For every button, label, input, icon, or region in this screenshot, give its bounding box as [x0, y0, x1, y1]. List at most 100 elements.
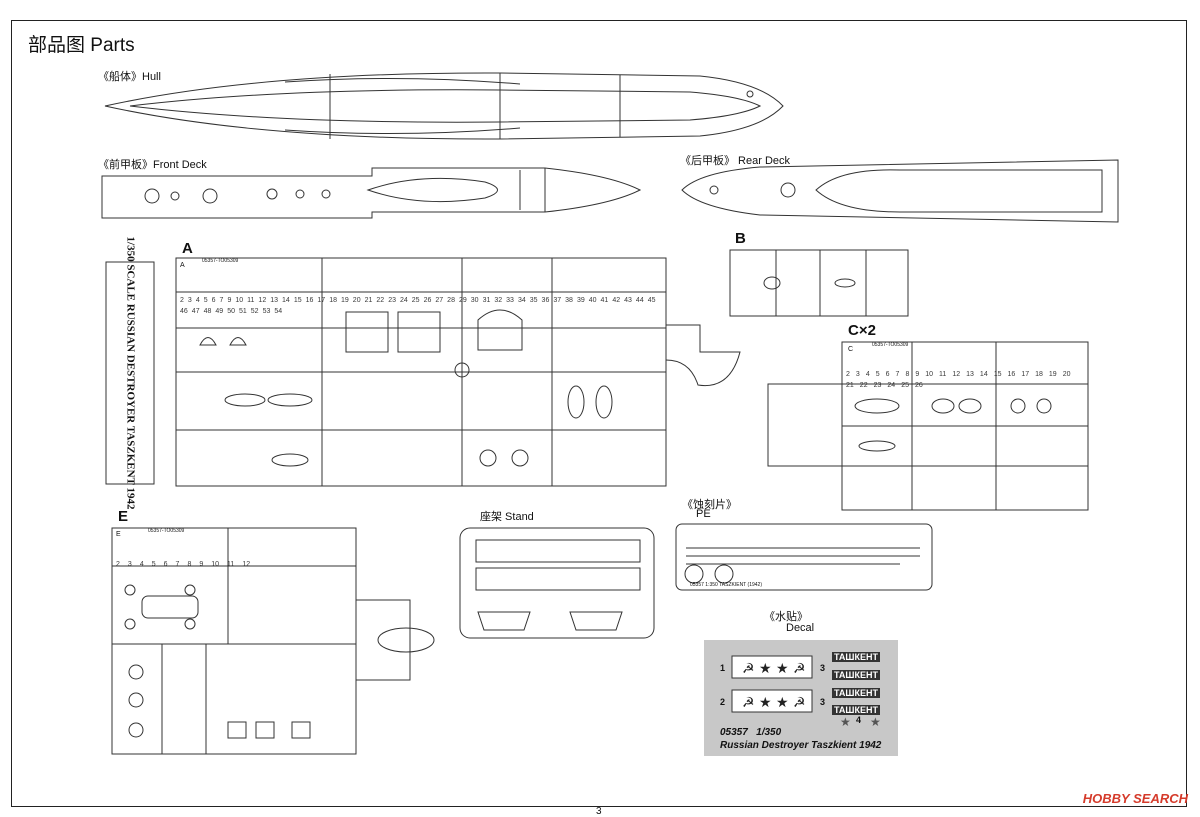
- part-number: 14: [979, 371, 988, 378]
- part-number: 45: [647, 297, 656, 304]
- decal-name-1: ТАШКЕНТ: [832, 652, 880, 662]
- sprue-a-code: 05357-TO05309: [202, 258, 239, 264]
- hull-label: 《船体》Hull: [98, 71, 161, 83]
- decal-num-4: 4: [856, 715, 862, 725]
- part-number: 7: [175, 561, 180, 568]
- part-number: 20: [1062, 371, 1071, 378]
- sprue-e-drawing: [111, 527, 435, 755]
- part-number: 11: [247, 297, 255, 304]
- svg-text:★: ★: [840, 715, 851, 729]
- front-deck-label: 《前甲板》Front Deck: [98, 159, 207, 171]
- part-number: 3: [127, 561, 132, 568]
- sprue-a-box: A: [180, 262, 185, 269]
- part-number: 51: [238, 308, 247, 315]
- part-number: 15: [993, 371, 1002, 378]
- svg-text:☭ ★ ★ ☭: ☭ ★ ★ ☭: [742, 661, 806, 677]
- part-number: 20: [352, 297, 361, 304]
- part-number: 36: [541, 297, 550, 304]
- part-number: 33: [506, 297, 514, 304]
- pe-label: PE: [696, 508, 711, 520]
- pe-footer: 05357 1:350 TASZKIENT (1942): [690, 582, 762, 588]
- part-number: 12: [952, 371, 961, 378]
- part-number: 3: [855, 371, 860, 378]
- part-number: 25: [411, 297, 420, 304]
- part-number: 29: [458, 297, 467, 304]
- part-number: 16: [1007, 371, 1016, 378]
- part-number: 40: [588, 297, 597, 304]
- part-number: 18: [329, 297, 337, 304]
- stand-drawing: [459, 527, 655, 639]
- part-number: 15: [293, 297, 302, 304]
- part-number: 23: [388, 297, 396, 304]
- part-number: 54: [274, 308, 283, 315]
- sprue-c-drawing: [767, 341, 1089, 511]
- part-number: 26: [914, 382, 923, 389]
- part-number: 14: [282, 297, 290, 304]
- part-number: 22: [859, 382, 868, 389]
- page-frame: [11, 20, 1187, 807]
- part-number: 9: [227, 297, 232, 304]
- decal-subtitle: Russian Destroyer Taszkient 1942: [720, 740, 882, 751]
- decal-num-2: 2: [720, 697, 726, 707]
- part-number: 47: [191, 308, 200, 315]
- part-number: 30: [470, 297, 479, 304]
- decal-name-4: ТАШКЕНТ: [832, 705, 880, 715]
- part-number: 31: [482, 297, 491, 304]
- part-number: 3: [187, 297, 192, 304]
- decal-code-line: 05357 1/350: [720, 727, 781, 738]
- part-number: 7: [219, 297, 224, 304]
- part-number: 19: [1048, 371, 1057, 378]
- part-number: 21: [364, 297, 373, 304]
- decal-label: Decal: [786, 622, 815, 634]
- sprue-c-code: 05357-TO05309: [872, 342, 909, 348]
- part-number: 49: [215, 308, 224, 315]
- part-number: 5: [203, 297, 208, 304]
- part-number: 24: [887, 382, 896, 389]
- part-number: 25: [901, 382, 909, 389]
- part-number: 6: [885, 371, 890, 378]
- rear-deck-drawing: [681, 159, 1119, 223]
- sprue-c-label: C×2: [848, 322, 876, 339]
- part-number: 23: [873, 382, 882, 389]
- sprue-b-label: B: [735, 230, 746, 247]
- pe-fret-drawing: [675, 523, 933, 591]
- sprue-a-drawing: [105, 257, 741, 487]
- part-number: 43: [624, 297, 632, 304]
- sprue-e-label: E: [118, 508, 129, 525]
- part-number: 5: [875, 371, 880, 378]
- front-deck-drawing: [101, 167, 642, 219]
- part-number: 11: [227, 561, 235, 568]
- part-number: 10: [925, 371, 934, 378]
- part-number: 24: [399, 297, 408, 304]
- hull-drawing: [104, 72, 784, 140]
- part-number: 11: [939, 371, 947, 378]
- part-number: 4: [865, 371, 870, 378]
- part-number: 17: [317, 297, 326, 304]
- part-number: 22: [376, 297, 385, 304]
- part-number: 37: [553, 297, 562, 304]
- part-number: 28: [447, 297, 455, 304]
- sprue-a-year: 1942: [124, 487, 136, 510]
- decal-flags: ☭ ★ ★ ☭ ☭ ★ ★ ☭ ★ ★: [731, 655, 881, 729]
- sprue-a-side-line2: TASZKENT: [124, 425, 136, 485]
- decal-label-cn: 《水贴》: [764, 611, 808, 623]
- part-number: 8: [187, 561, 192, 568]
- sprue-a-side-line1: 1/350 SCALE RUSSIAN DESTROYER: [124, 236, 136, 424]
- sprue-a-label: A: [182, 240, 193, 257]
- sprue-a-side-text: 1/350 SCALE RUSSIAN DESTROYER TASZKENT 1…: [112, 237, 148, 510]
- part-number: 44: [635, 297, 644, 304]
- part-number: 7: [895, 371, 900, 378]
- part-number: 4: [139, 561, 144, 568]
- part-number: 8: [905, 371, 910, 378]
- part-number: 2: [116, 561, 120, 568]
- watermark: HOBBY SEARCH: [1082, 791, 1188, 806]
- decal-name-3: ТАШКЕНТ: [832, 688, 880, 698]
- part-number: 13: [270, 297, 279, 304]
- part-number: 10: [235, 297, 244, 304]
- part-number: 35: [529, 297, 538, 304]
- part-number: 13: [966, 371, 974, 378]
- part-number: 53: [262, 308, 271, 315]
